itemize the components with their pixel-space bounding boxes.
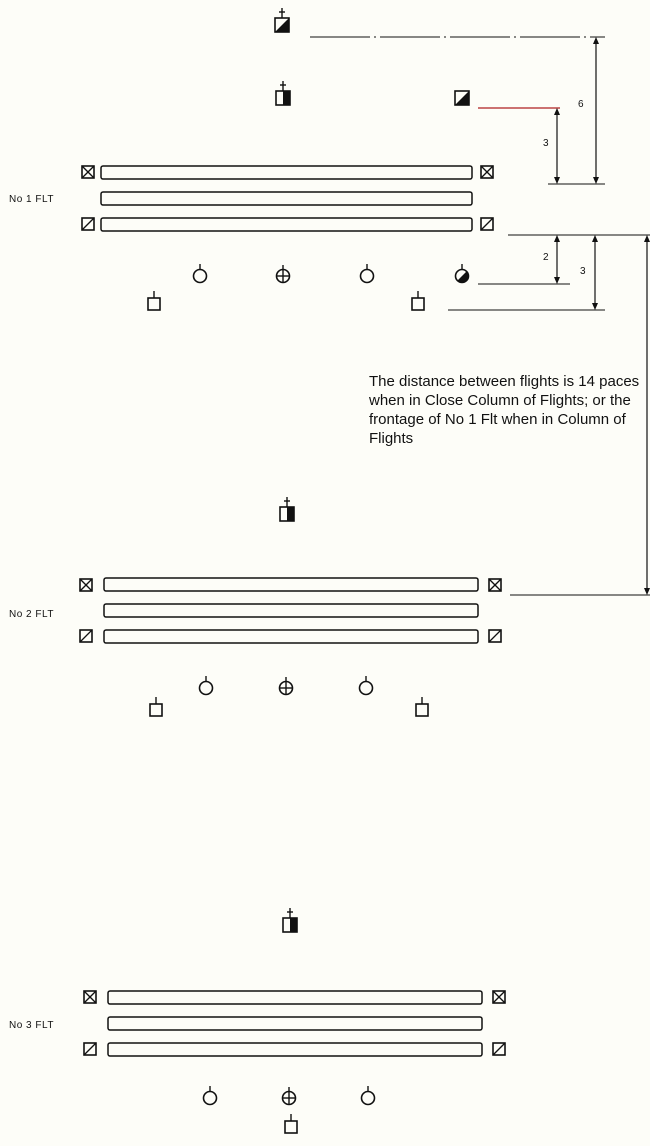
dimension-label-6: 6: [578, 99, 584, 110]
marker-rear-left-1: [81, 217, 95, 231]
marker-front-right-3: [492, 990, 506, 1004]
marker-rear-left-3: [83, 1042, 97, 1056]
marker-front-left-3: [83, 990, 97, 1004]
marker-rear-right-1: [480, 217, 494, 231]
supernumerary-cross-circle-3: [281, 1087, 297, 1106]
supernumerary-circle-2b: [358, 676, 374, 696]
marker-front-left-1: [81, 165, 95, 179]
supernumerary-circle-3a: [202, 1086, 218, 1106]
rank-rear-2: [103, 629, 479, 644]
supernumerary-box-3: [284, 1114, 298, 1134]
marker-front-right-2: [488, 578, 502, 592]
marker-front-left-2: [79, 578, 93, 592]
supernumerary-circle-1a: [192, 264, 208, 284]
dimension-arrow-between-flights: [644, 235, 650, 595]
marker-front-right-1: [480, 165, 494, 179]
officer-commanding-symbol: [274, 8, 290, 33]
flight-commander-symbol-1: [275, 81, 291, 106]
rank-centre-3: [107, 1016, 483, 1031]
flight-sergeant-symbol: [454, 90, 470, 106]
flight-label-2: No 2 FLT: [9, 609, 54, 620]
supernumerary-circle-2a: [198, 676, 214, 696]
dimension-arrow-2: [554, 235, 560, 284]
dimension-arrow-6: [593, 37, 599, 184]
marker-rear-right-3: [492, 1042, 506, 1056]
marker-rear-left-2: [79, 629, 93, 643]
rank-front-3: [107, 990, 483, 1005]
supernumerary-box-2a: [149, 697, 163, 717]
supernumerary-box-2b: [415, 697, 429, 717]
flight-commander-symbol-2: [279, 497, 295, 522]
guide-symbol-1: [454, 264, 470, 284]
supernumerary-cross-circle-1: [275, 265, 291, 284]
dimension-label-3-upper: 3: [543, 138, 549, 149]
rank-rear-3: [107, 1042, 483, 1057]
supernumerary-circle-1b: [359, 264, 375, 284]
rank-front-2: [103, 577, 479, 592]
rank-front-1: [100, 165, 473, 180]
supernumerary-circle-3b: [360, 1086, 376, 1106]
rank-centre-2: [103, 603, 479, 618]
flight-label-3: No 3 FLT: [9, 1020, 54, 1031]
rank-rear-1: [100, 217, 473, 232]
dimension-arrow-3-upper: [554, 108, 560, 184]
supernumerary-box-1a: [147, 291, 161, 311]
supernumerary-cross-circle-2: [278, 677, 294, 696]
rank-centre-1: [100, 191, 473, 206]
dimension-label-3-lower: 3: [580, 266, 586, 277]
marker-rear-right-2: [488, 629, 502, 643]
flight-commander-symbol-3: [282, 908, 298, 933]
supernumerary-box-1b: [411, 291, 425, 311]
dimension-label-2: 2: [543, 252, 549, 263]
dimension-arrow-3-lower: [592, 235, 598, 310]
flight-label-1: No 1 FLT: [9, 194, 54, 205]
distance-note: The distance between flights is 14 paces…: [369, 373, 640, 447]
